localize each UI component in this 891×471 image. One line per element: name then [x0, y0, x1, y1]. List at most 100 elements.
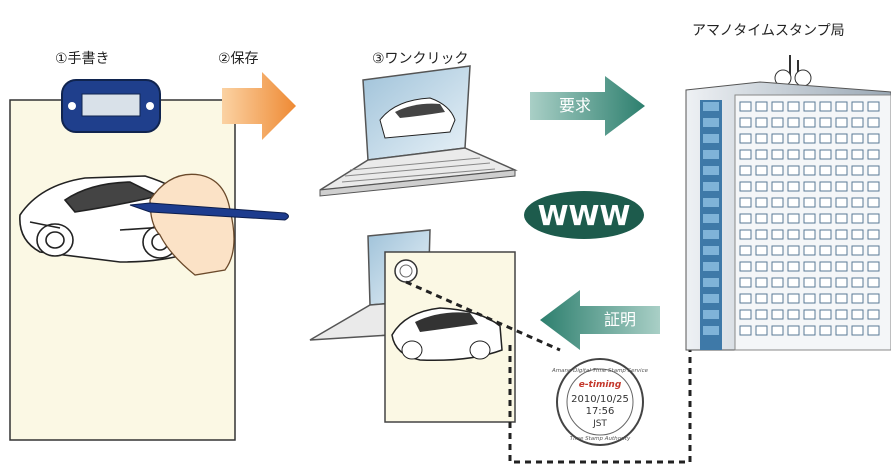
window — [703, 166, 719, 175]
window — [803, 165, 816, 176]
window — [867, 229, 880, 240]
laptop-top — [319, 65, 518, 197]
clipboard-illustration — [9, 79, 289, 441]
window — [703, 262, 719, 271]
www-badge — [524, 191, 644, 239]
window — [703, 118, 719, 127]
window — [819, 245, 832, 256]
building-windows — [703, 101, 880, 336]
window — [867, 197, 880, 208]
window — [851, 293, 864, 304]
window — [819, 197, 832, 208]
window — [739, 133, 752, 144]
window — [739, 325, 752, 336]
window — [703, 134, 719, 143]
window — [787, 213, 800, 224]
window — [819, 293, 832, 304]
window — [867, 101, 880, 112]
window — [703, 294, 719, 303]
window — [803, 117, 816, 128]
window — [739, 165, 752, 176]
window — [771, 117, 784, 128]
dashed-connectors — [405, 280, 692, 464]
window — [739, 117, 752, 128]
window — [739, 277, 752, 288]
window — [771, 149, 784, 160]
window — [803, 309, 816, 320]
stamp-ring-top: Amano Digital Time Stamp Service — [551, 368, 649, 374]
window — [739, 213, 752, 224]
window — [771, 277, 784, 288]
stamp-zone: JST — [592, 419, 607, 429]
window — [851, 133, 864, 144]
window — [803, 197, 816, 208]
window — [819, 229, 832, 240]
window — [819, 181, 832, 192]
window — [819, 213, 832, 224]
window — [867, 309, 880, 320]
window — [835, 245, 848, 256]
window — [867, 261, 880, 272]
stamp-time: 17:56 — [586, 406, 615, 417]
window — [835, 213, 848, 224]
window — [835, 117, 848, 128]
window — [787, 261, 800, 272]
window — [787, 133, 800, 144]
window — [819, 261, 832, 272]
window — [867, 293, 880, 304]
stamp-ring-bottom: Time Stamp Authority — [570, 436, 631, 442]
window — [819, 325, 832, 336]
window — [755, 197, 768, 208]
window — [851, 101, 864, 112]
window — [803, 325, 816, 336]
window — [771, 165, 784, 176]
window — [739, 293, 752, 304]
window — [803, 101, 816, 112]
window — [851, 277, 864, 288]
window — [787, 165, 800, 176]
window — [787, 101, 800, 112]
window — [703, 230, 719, 239]
window — [819, 149, 832, 160]
window — [771, 229, 784, 240]
window — [771, 181, 784, 192]
window — [771, 261, 784, 272]
window — [851, 117, 864, 128]
agency-label: アマノタイムスタンプ局 — [692, 23, 845, 39]
window — [835, 277, 848, 288]
window — [851, 261, 864, 272]
window — [771, 133, 784, 144]
window — [755, 293, 768, 304]
window — [835, 229, 848, 240]
window — [787, 229, 800, 240]
window — [851, 213, 864, 224]
window — [703, 182, 719, 191]
proof-arrow — [540, 290, 660, 350]
window — [771, 197, 784, 208]
window — [851, 197, 864, 208]
window — [803, 213, 816, 224]
window — [851, 181, 864, 192]
step-1-label: ①手書き — [55, 51, 110, 67]
window — [755, 229, 768, 240]
request-label: 要求 — [559, 96, 591, 115]
window — [803, 181, 816, 192]
window — [703, 278, 719, 287]
window — [819, 165, 832, 176]
window — [835, 197, 848, 208]
window — [819, 277, 832, 288]
stamp-date: 2010/10/25 — [571, 394, 629, 405]
proof-label: 証明 — [604, 310, 636, 329]
window — [803, 229, 816, 240]
window — [819, 101, 832, 112]
window — [739, 245, 752, 256]
window — [851, 229, 864, 240]
window — [867, 149, 880, 160]
window — [835, 293, 848, 304]
document-illustration — [384, 251, 516, 423]
window — [787, 309, 800, 320]
window — [787, 149, 800, 160]
step-2-label: ②保存 — [218, 51, 259, 67]
hand-shape — [149, 173, 235, 276]
